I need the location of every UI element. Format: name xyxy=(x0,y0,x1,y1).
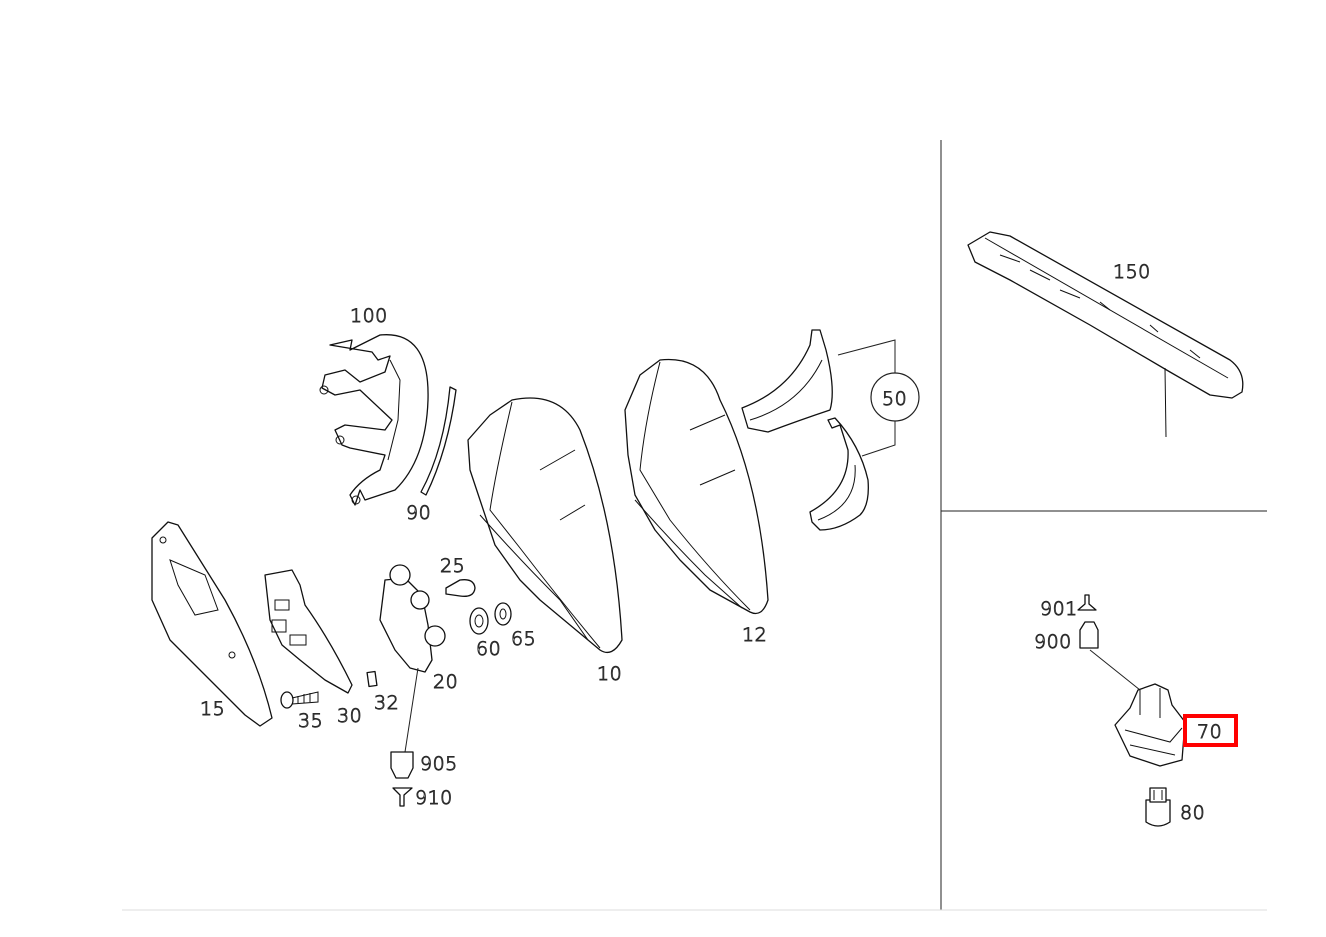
label-10[interactable]: 10 xyxy=(597,663,623,686)
label-900[interactable]: 900 xyxy=(1034,631,1072,654)
label-30[interactable]: 30 xyxy=(337,705,363,728)
part-905-drawing[interactable] xyxy=(390,751,414,779)
label-65[interactable]: 65 xyxy=(511,628,537,651)
part-15-drawing[interactable] xyxy=(151,521,273,727)
part-100-drawing[interactable] xyxy=(319,334,429,506)
label-35[interactable]: 35 xyxy=(298,710,324,733)
label-90[interactable]: 90 xyxy=(406,502,432,525)
label-60[interactable]: 60 xyxy=(476,638,502,661)
label-910[interactable]: 910 xyxy=(415,787,453,810)
part-80-drawing[interactable] xyxy=(1145,787,1171,827)
label-25[interactable]: 25 xyxy=(440,555,466,578)
part-150-drawing[interactable] xyxy=(967,231,1244,438)
label-15[interactable]: 15 xyxy=(200,698,226,721)
part-25-drawing[interactable] xyxy=(445,579,476,597)
part-90-drawing[interactable] xyxy=(420,386,457,496)
part-30-drawing[interactable] xyxy=(264,569,353,694)
part-12-drawing[interactable] xyxy=(624,358,769,615)
label-32[interactable]: 32 xyxy=(374,692,400,715)
label-20[interactable]: 20 xyxy=(433,671,459,694)
label-12[interactable]: 12 xyxy=(742,624,768,647)
part-65-drawing[interactable] xyxy=(494,602,512,626)
part-900-drawing[interactable] xyxy=(1079,621,1141,691)
label-901[interactable]: 901 xyxy=(1040,598,1078,621)
part-910-drawing[interactable] xyxy=(392,787,413,807)
label-70[interactable]: 70 xyxy=(1197,721,1223,744)
label-50[interactable]: 50 xyxy=(882,388,908,411)
part-70-drawing[interactable] xyxy=(1114,683,1186,767)
part-60-drawing[interactable] xyxy=(469,607,489,635)
label-905[interactable]: 905 xyxy=(420,753,458,776)
part-32-drawing[interactable] xyxy=(366,670,378,688)
part-901-drawing[interactable] xyxy=(1077,594,1097,611)
label-80[interactable]: 80 xyxy=(1180,802,1206,825)
part-35-drawing[interactable] xyxy=(280,691,319,709)
label-100[interactable]: 100 xyxy=(350,305,388,328)
label-150[interactable]: 150 xyxy=(1113,261,1151,284)
part-50-drawing[interactable] xyxy=(741,329,920,531)
part-20-drawing[interactable] xyxy=(379,564,446,753)
highlight-box xyxy=(1183,714,1238,747)
part-10-drawing[interactable] xyxy=(467,397,623,654)
